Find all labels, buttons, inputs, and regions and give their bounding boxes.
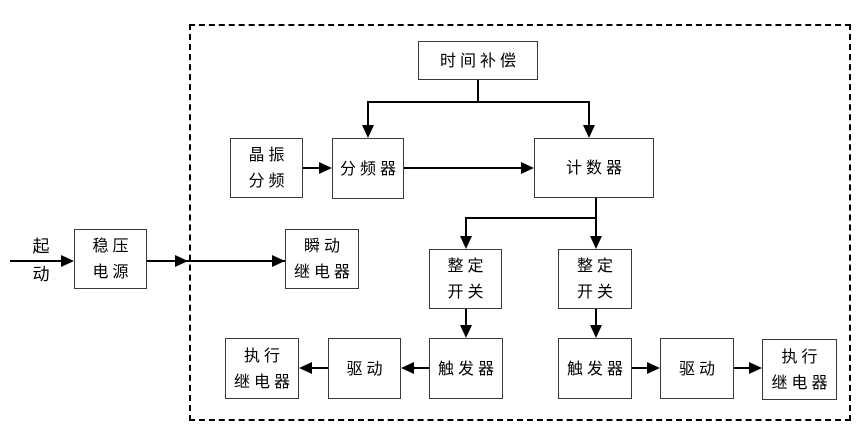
connector-power-to-instant-relay	[147, 260, 285, 262]
box-time-compensation: 时间补偿	[418, 41, 538, 80]
box-drive-left-label: 驱动	[346, 358, 387, 378]
connector-drive-left-to-exec	[308, 367, 328, 369]
arrowhead-timecomp-to-counter	[583, 125, 595, 138]
box-counter-label: 计数器	[565, 158, 626, 177]
arrowhead-trigger-right-to-drive	[647, 362, 660, 374]
box-instant-relay-line2: 继电器	[293, 262, 354, 281]
box-instant-relay-line1: 瞬动	[303, 236, 344, 255]
box-counter: 计数器	[534, 138, 654, 198]
arrowhead-crystal-to-divider	[319, 162, 332, 174]
box-regulated-power: 稳压 电源	[74, 229, 147, 289]
arrowhead-trigger-left-to-drive	[401, 362, 414, 374]
box-frequency-divider-label: 分频器	[339, 158, 400, 178]
connector-divider-to-counter	[404, 167, 524, 169]
box-drive-right: 驱动	[660, 338, 734, 399]
arrowhead-drive-left-to-exec	[299, 362, 312, 374]
connector-crystal-to-divider	[303, 167, 321, 169]
connector-counter-stub	[595, 198, 597, 240]
box-crystal-divider-line2: 分频	[248, 171, 289, 190]
start-label-bottom: 动	[32, 265, 50, 285]
box-exec-relay-left-line2: 继电器	[233, 371, 294, 391]
box-regulated-power-line2: 电源	[92, 262, 133, 281]
box-trigger-left-label: 触发器	[437, 358, 498, 378]
connector-trigger-left-to-drive	[410, 367, 429, 369]
arrowhead-timecomp-to-divider	[362, 125, 374, 138]
box-trigger-right: 触发器	[558, 338, 632, 399]
arrowhead-power-to-instant-relay	[272, 255, 285, 267]
connector-counter-branch-h	[465, 217, 595, 219]
arrowhead-switch-right-to-trigger	[590, 325, 602, 338]
connector-start-to-power	[10, 260, 64, 262]
box-exec-relay-right: 执行 继电器	[762, 339, 837, 400]
connector-switch-left-to-trigger	[465, 309, 467, 328]
box-setting-switch-left-line1: 整定	[447, 256, 488, 275]
box-exec-relay-left-line1: 执行	[243, 345, 284, 365]
connector-timecomp-stub	[477, 80, 479, 103]
box-drive-right-label: 驱动	[678, 358, 719, 378]
connector-drive-right-to-exec	[734, 367, 750, 369]
box-crystal-divider-line1: 晶振	[248, 145, 289, 164]
box-time-compensation-label: 时间补偿	[439, 50, 520, 70]
connector-switch-right-to-trigger	[595, 309, 597, 328]
arrowhead-counter-to-switch-left	[460, 236, 472, 249]
box-setting-switch-right: 整定 开关	[558, 249, 632, 309]
connector-timecomp-branch-h	[367, 101, 590, 103]
box-instant-relay: 瞬动 继电器	[285, 229, 359, 289]
box-trigger-right-label: 触发器	[566, 358, 627, 378]
box-exec-relay-right-line1: 执行	[781, 346, 822, 366]
arrowhead-drive-right-to-exec	[749, 362, 762, 374]
box-setting-switch-left-line2: 开关	[447, 282, 488, 301]
connector-trigger-right-to-drive	[632, 367, 648, 369]
box-exec-relay-left: 执行 继电器	[225, 338, 299, 399]
arrowhead-counter-to-switch-right	[590, 236, 602, 249]
box-frequency-divider: 分频器	[332, 138, 404, 199]
box-exec-relay-right-line2: 继电器	[771, 372, 832, 392]
box-regulated-power-line1: 稳压	[92, 236, 133, 255]
arrowhead-divider-to-counter	[521, 162, 534, 174]
arrowhead-start-to-power	[61, 255, 74, 267]
box-setting-switch-right-line2: 开关	[576, 282, 617, 301]
connector-timecomp-to-counter	[588, 101, 590, 129]
arrowhead-switch-left-to-trigger	[460, 325, 472, 338]
connector-counter-to-switch-left	[465, 217, 467, 239]
box-drive-left: 驱动	[328, 338, 401, 399]
arrowhead-power-at-frame	[175, 255, 188, 267]
connector-timecomp-to-divider	[367, 101, 369, 129]
box-trigger-left: 触发器	[429, 338, 503, 399]
start-label-top: 起	[32, 237, 50, 257]
dashed-enclosure	[189, 24, 851, 421]
box-setting-switch-left: 整定 开关	[429, 249, 502, 309]
box-crystal-divider: 晶振 分频	[230, 138, 303, 198]
box-setting-switch-right-line1: 整定	[576, 256, 617, 275]
